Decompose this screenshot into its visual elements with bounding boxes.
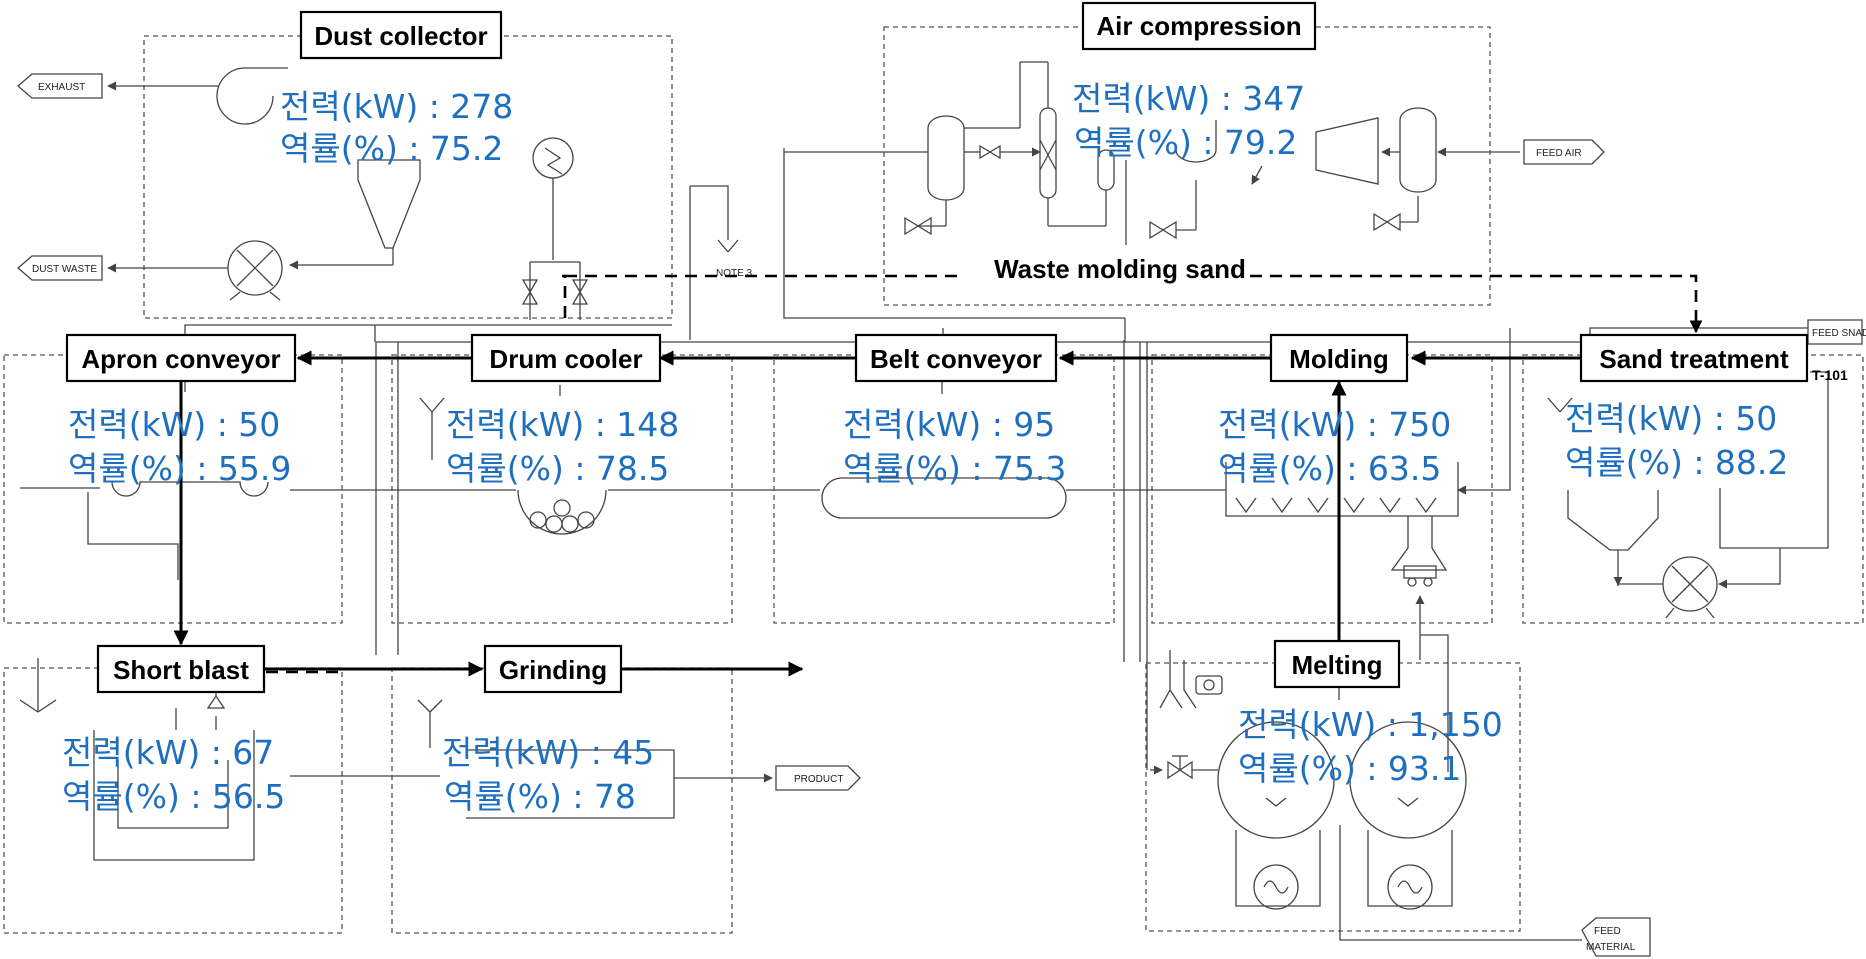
feed-material-label-2: MATERIAL	[1586, 942, 1636, 953]
short-blast-power: 전력(kW) : 67	[62, 733, 274, 772]
grinding-label-box	[483, 644, 623, 694]
short-blast-label-box	[96, 644, 266, 694]
apron-conveyor-pf: 역률(%) : 55.9	[68, 449, 291, 488]
unit-molding: Molding 전력(kW) : 750 역률(%) : 63.5	[1218, 333, 1451, 488]
sand-treatment-label-box	[1579, 333, 1809, 383]
belt-conveyor-pf: 역률(%) : 75.3	[843, 449, 1066, 488]
grinding-name: Grinding	[499, 655, 607, 685]
molding-name: Molding	[1289, 344, 1389, 374]
stream-tags: EXHAUST DUST WASTE FEED AIR FEED SNAD PR…	[17, 73, 1866, 957]
apron-conveyor-power: 전력(kW) : 50	[68, 405, 280, 444]
melting-power: 전력(kW) : 1,150	[1238, 705, 1503, 744]
apron-conveyor-name: Apron conveyor	[81, 344, 280, 374]
exhaust-stream: EXHAUST	[17, 73, 103, 99]
belt-conveyor-name: Belt conveyor	[870, 344, 1042, 374]
unit-belt-conveyor: Belt conveyor 전력(kW) : 95 역률(%) : 75.3	[843, 333, 1066, 488]
melting-label-box	[1273, 639, 1401, 689]
sand-treatment-name: Sand treatment	[1599, 344, 1789, 374]
waste-molding-sand: Waste molding sand	[965, 254, 1250, 296]
dust-collector-pf: 역률(%) : 75.2	[280, 129, 503, 168]
molding-label-box	[1269, 333, 1409, 383]
belt-conveyor-power: 전력(kW) : 95	[843, 405, 1055, 444]
feed-air-label: FEED AIR	[1536, 148, 1582, 159]
apron-conveyor-label-box	[65, 333, 297, 383]
molding-power: 전력(kW) : 750	[1218, 405, 1451, 444]
sand-treatment-power: 전력(kW) : 50	[1565, 399, 1777, 438]
feed-air-stream: FEED AIR	[1523, 139, 1605, 165]
tag-t101: T-101	[1812, 367, 1848, 383]
short-blast-name: Short blast	[113, 655, 249, 685]
dust-waste-label: DUST WASTE	[32, 264, 97, 275]
grinding-pf: 역률(%) : 78	[444, 777, 636, 816]
sand-treatment-pf: 역률(%) : 88.2	[1565, 443, 1788, 482]
waste-molding-sand-label: Waste molding sand	[994, 254, 1246, 284]
molding-pf: 역률(%) : 63.5	[1218, 449, 1441, 488]
belt-conveyor-label-box	[854, 333, 1058, 383]
section-boxes	[3, 26, 1864, 934]
feed-material-stream: FEED MATERIAL	[1581, 917, 1651, 957]
piping-and-equipment	[19, 61, 1829, 941]
feed-material-label-1: FEED	[1594, 926, 1621, 937]
dust-collector-label-box	[299, 10, 503, 60]
note-label: NOTE 3	[716, 268, 753, 279]
unit-short-blast: Short blast 전력(kW) : 67 역률(%) : 56.5	[62, 644, 285, 816]
unit-sand-treatment: Sand treatment 전력(kW) : 50 역률(%) : 88.2	[1565, 333, 1809, 482]
unit-dust-collector: Dust collector 전력(kW) : 278 역률(%) : 75.2	[280, 10, 513, 168]
unit-drum-cooler: Drum cooler 전력(kW) : 148 역률(%) : 78.5	[446, 333, 679, 488]
product-stream: PRODUCT	[775, 765, 861, 791]
drum-cooler-pf: 역률(%) : 78.5	[446, 449, 669, 488]
process-flow-arrows	[173, 274, 1703, 677]
dust-collector-name: Dust collector	[314, 21, 487, 51]
unit-apron-conveyor: Apron conveyor 전력(kW) : 50 역률(%) : 55.9	[65, 333, 297, 488]
short-blast-pf: 역률(%) : 56.5	[62, 777, 285, 816]
product-label: PRODUCT	[794, 774, 843, 785]
grinding-power: 전력(kW) : 45	[442, 733, 654, 772]
melting-name: Melting	[1292, 650, 1383, 680]
unit-melting: Melting 전력(kW) : 1,150 역률(%) : 93.1	[1238, 639, 1503, 788]
exhaust-label: EXHAUST	[38, 82, 85, 93]
air-compression-power: 전력(kW) : 347	[1072, 79, 1305, 118]
drum-cooler-power: 전력(kW) : 148	[446, 405, 679, 444]
drum-cooler-label-box	[470, 333, 662, 383]
dust-collector-power: 전력(kW) : 278	[280, 87, 513, 126]
air-compression-name: Air compression	[1096, 11, 1301, 41]
dust-waste-stream: DUST WASTE	[17, 255, 103, 281]
feed-sand-label: FEED SNAD	[1812, 328, 1866, 339]
unit-grinding: Grinding 전력(kW) : 45 역률(%) : 78	[442, 644, 654, 816]
drum-cooler-name: Drum cooler	[489, 344, 642, 374]
melting-pf: 역률(%) : 93.1	[1238, 749, 1461, 788]
unit-air-compression: Air compression 전력(kW) : 347 역률(%) : 79.…	[1072, 1, 1317, 162]
feed-sand-stream: FEED SNAD	[1807, 319, 1866, 345]
air-compression-label-box	[1081, 1, 1317, 51]
air-compression-pf: 역률(%) : 79.2	[1074, 123, 1297, 162]
